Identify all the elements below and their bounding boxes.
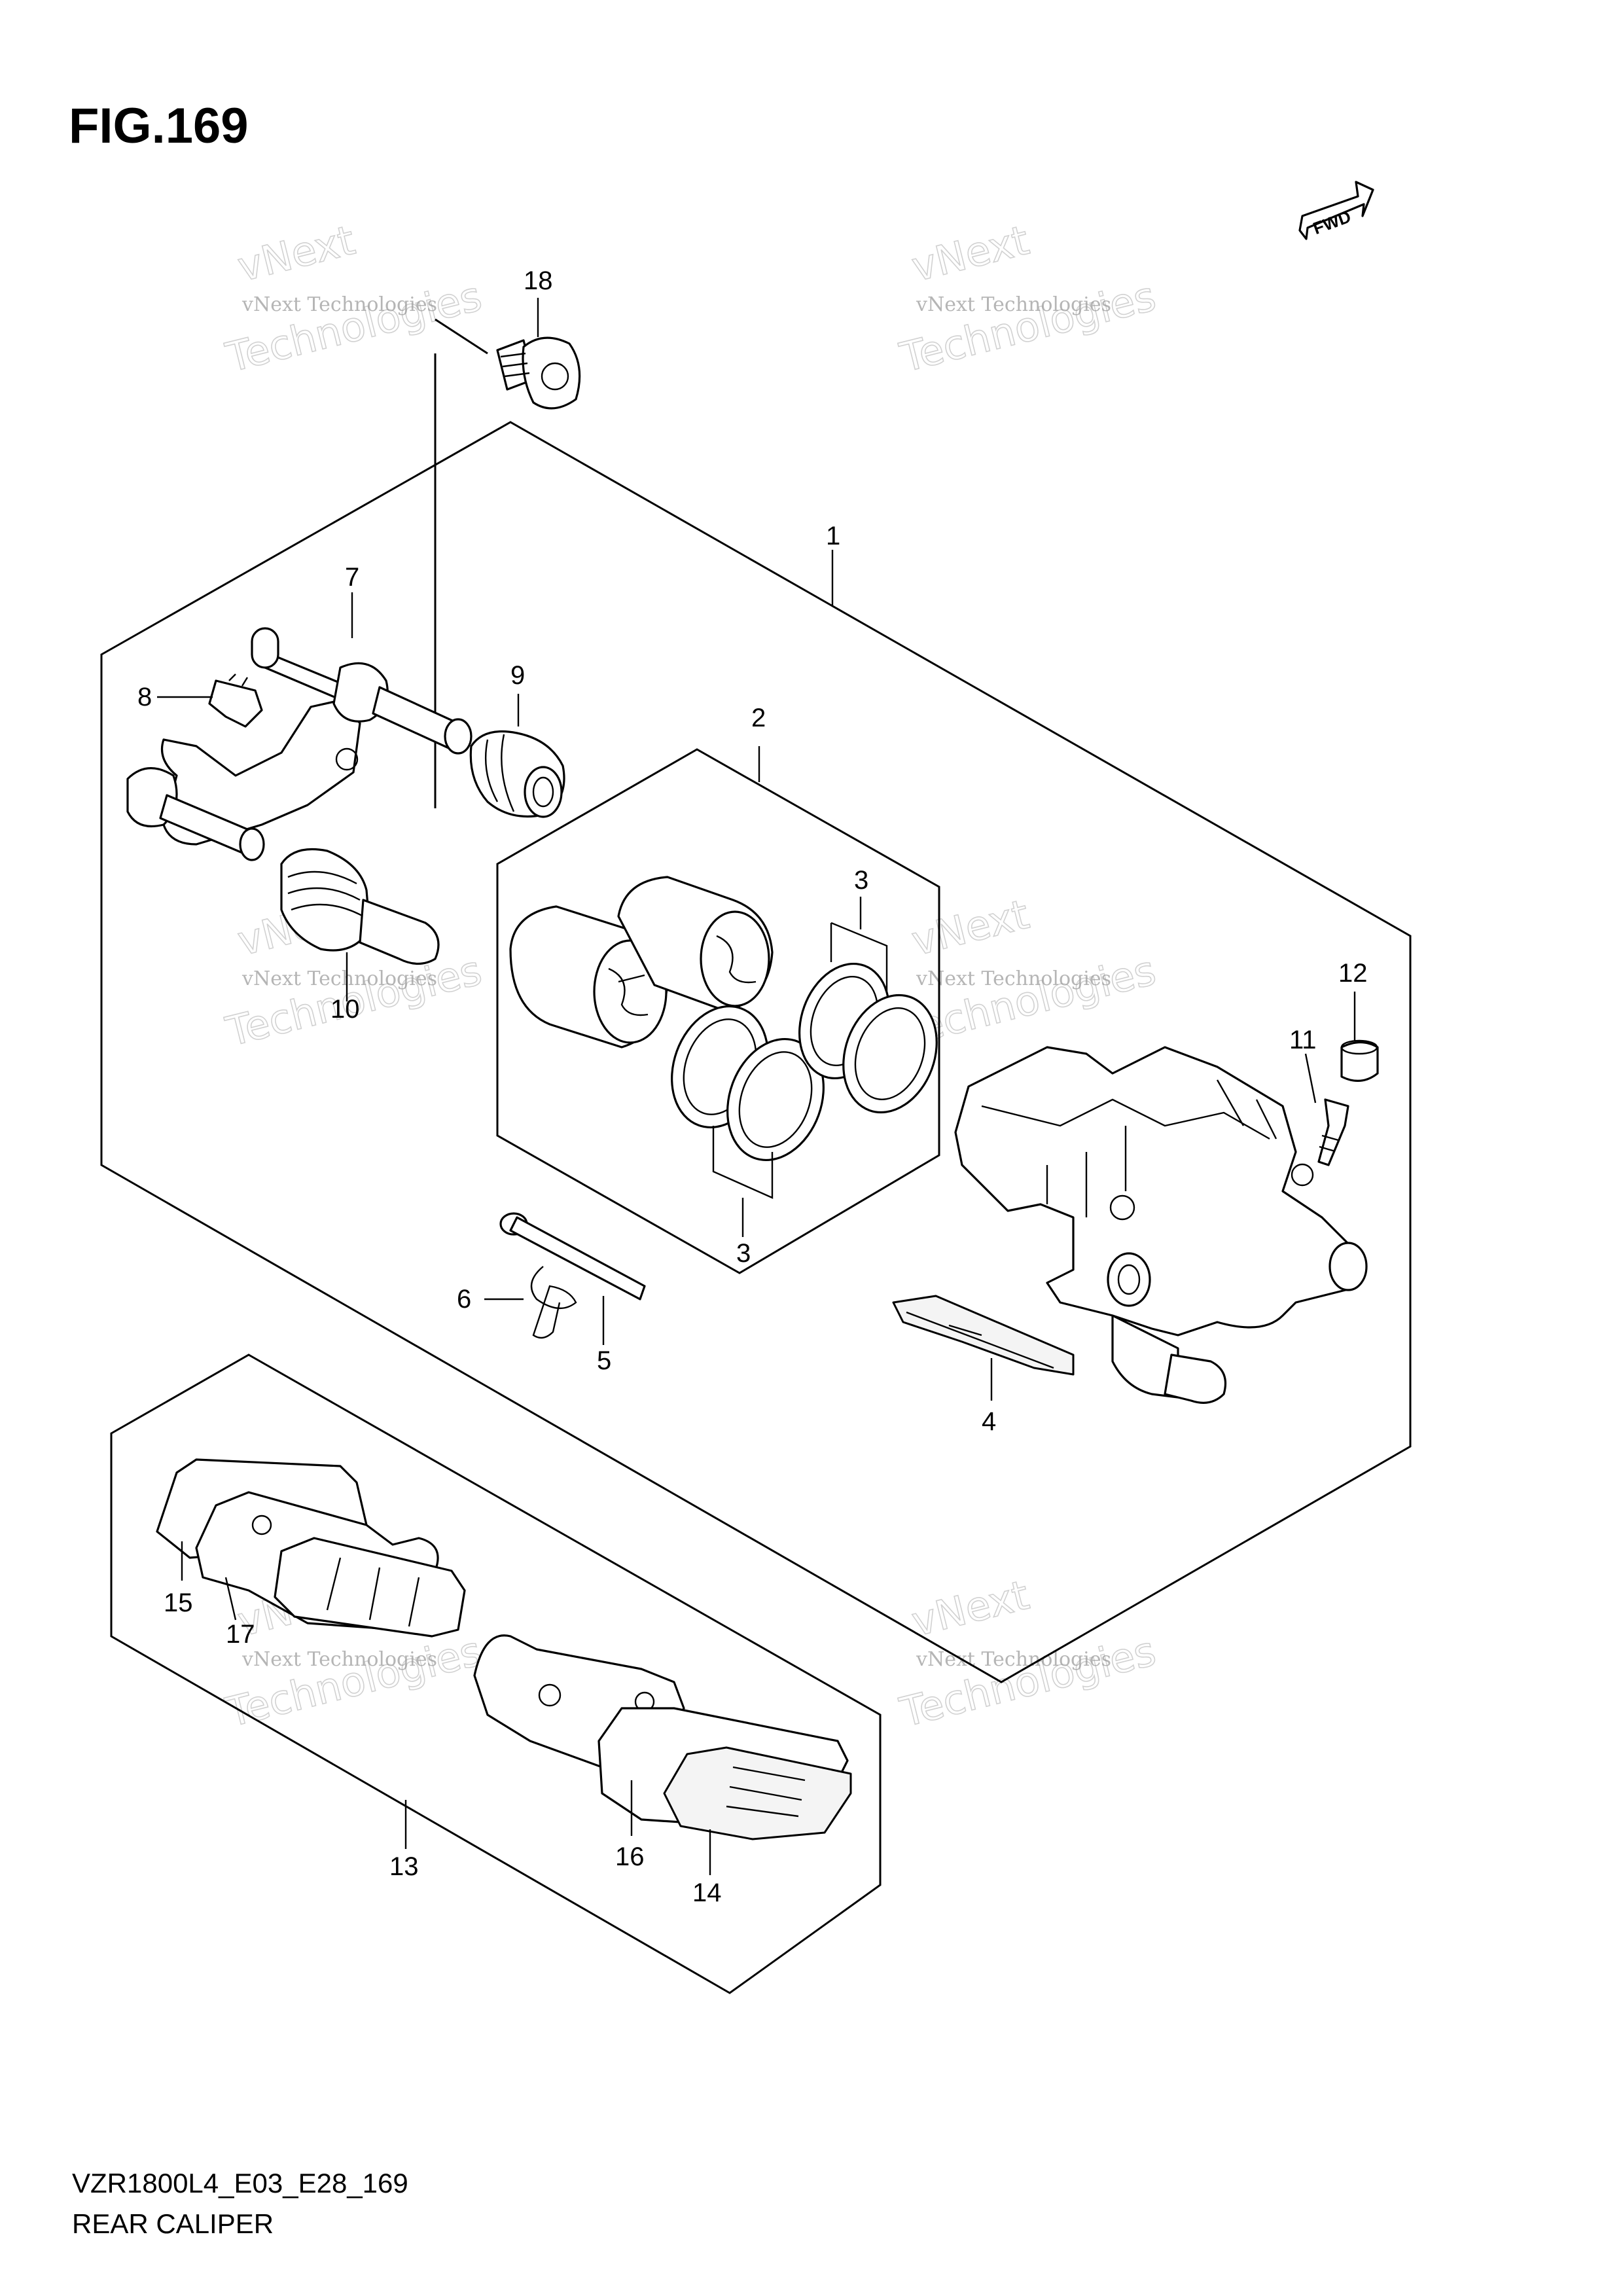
part-11-bleeder-valve [1317, 1098, 1349, 1166]
part-6-clip [530, 1266, 577, 1339]
figure-code: VZR1800L4_E03_E28_169 [72, 2168, 408, 2198]
figure-title: FIG.169 [69, 98, 249, 154]
callout-11: 11 [1289, 1026, 1317, 1054]
callout-9: 9 [510, 661, 525, 690]
caliper-body [954, 1046, 1368, 1404]
callout-18: 18 [524, 266, 553, 295]
watermark-text: vNext Technologies [241, 967, 437, 990]
callout-15: 15 [164, 1588, 193, 1617]
part-16-14-pads-lower [473, 1634, 852, 1840]
part-9-boot [469, 730, 565, 818]
callout-1: 1 [826, 522, 840, 550]
fwd-arrow-icon: FWD [1298, 181, 1374, 240]
watermark-text: vNext Technologies [241, 1648, 437, 1671]
piston-set-frame [496, 748, 940, 1274]
part-4-pad-spring [892, 1295, 1075, 1376]
watermark-brand-big: Technologies [895, 272, 1160, 382]
callout-8: 8 [137, 683, 152, 711]
watermark-text: vNext Technologies [916, 293, 1111, 316]
part-18-bolt [496, 336, 581, 410]
watermark-brand: vNext [907, 890, 1033, 965]
callout-7: 7 [345, 563, 359, 592]
callout-13: 13 [389, 1852, 419, 1881]
watermark-brand-big: Technologies [221, 1627, 486, 1736]
part-10-boot [280, 848, 440, 965]
caliper-assembly-frame [100, 421, 1412, 1683]
callout-5: 5 [597, 1346, 611, 1375]
callout-17: 17 [226, 1620, 255, 1649]
callout-4: 4 [982, 1407, 996, 1436]
figure-name: REAR CALIPER [72, 2208, 274, 2239]
callout-3-lower: 3 [736, 1239, 751, 1268]
part-7-caliper-bracket [126, 627, 473, 861]
watermark-brand: vNext [907, 216, 1033, 291]
part-5-pad-pin [499, 1212, 646, 1300]
callout-3-upper: 3 [854, 866, 868, 895]
callout-6: 6 [457, 1285, 471, 1314]
callout-10: 10 [330, 995, 360, 1024]
watermark-brand: vNext [907, 1571, 1033, 1646]
part-3-seals [671, 962, 938, 1162]
part-12-bleeder-cap [1340, 1039, 1379, 1082]
part-15-17-pads-upper [156, 1458, 466, 1638]
callout-12: 12 [1338, 959, 1368, 988]
callout-2: 2 [751, 704, 766, 732]
part-2-pistons [509, 876, 774, 1049]
watermark-brand: vNext [233, 216, 359, 291]
watermark-text: vNext Technologies [241, 293, 437, 316]
watermark-text: vNext Technologies [916, 967, 1111, 990]
leader-lines [157, 298, 1356, 1875]
callout-14: 14 [692, 1878, 722, 1907]
pad-set-frame [110, 1354, 882, 1994]
part-8-clip [208, 673, 263, 728]
callout-16: 16 [615, 1842, 645, 1871]
